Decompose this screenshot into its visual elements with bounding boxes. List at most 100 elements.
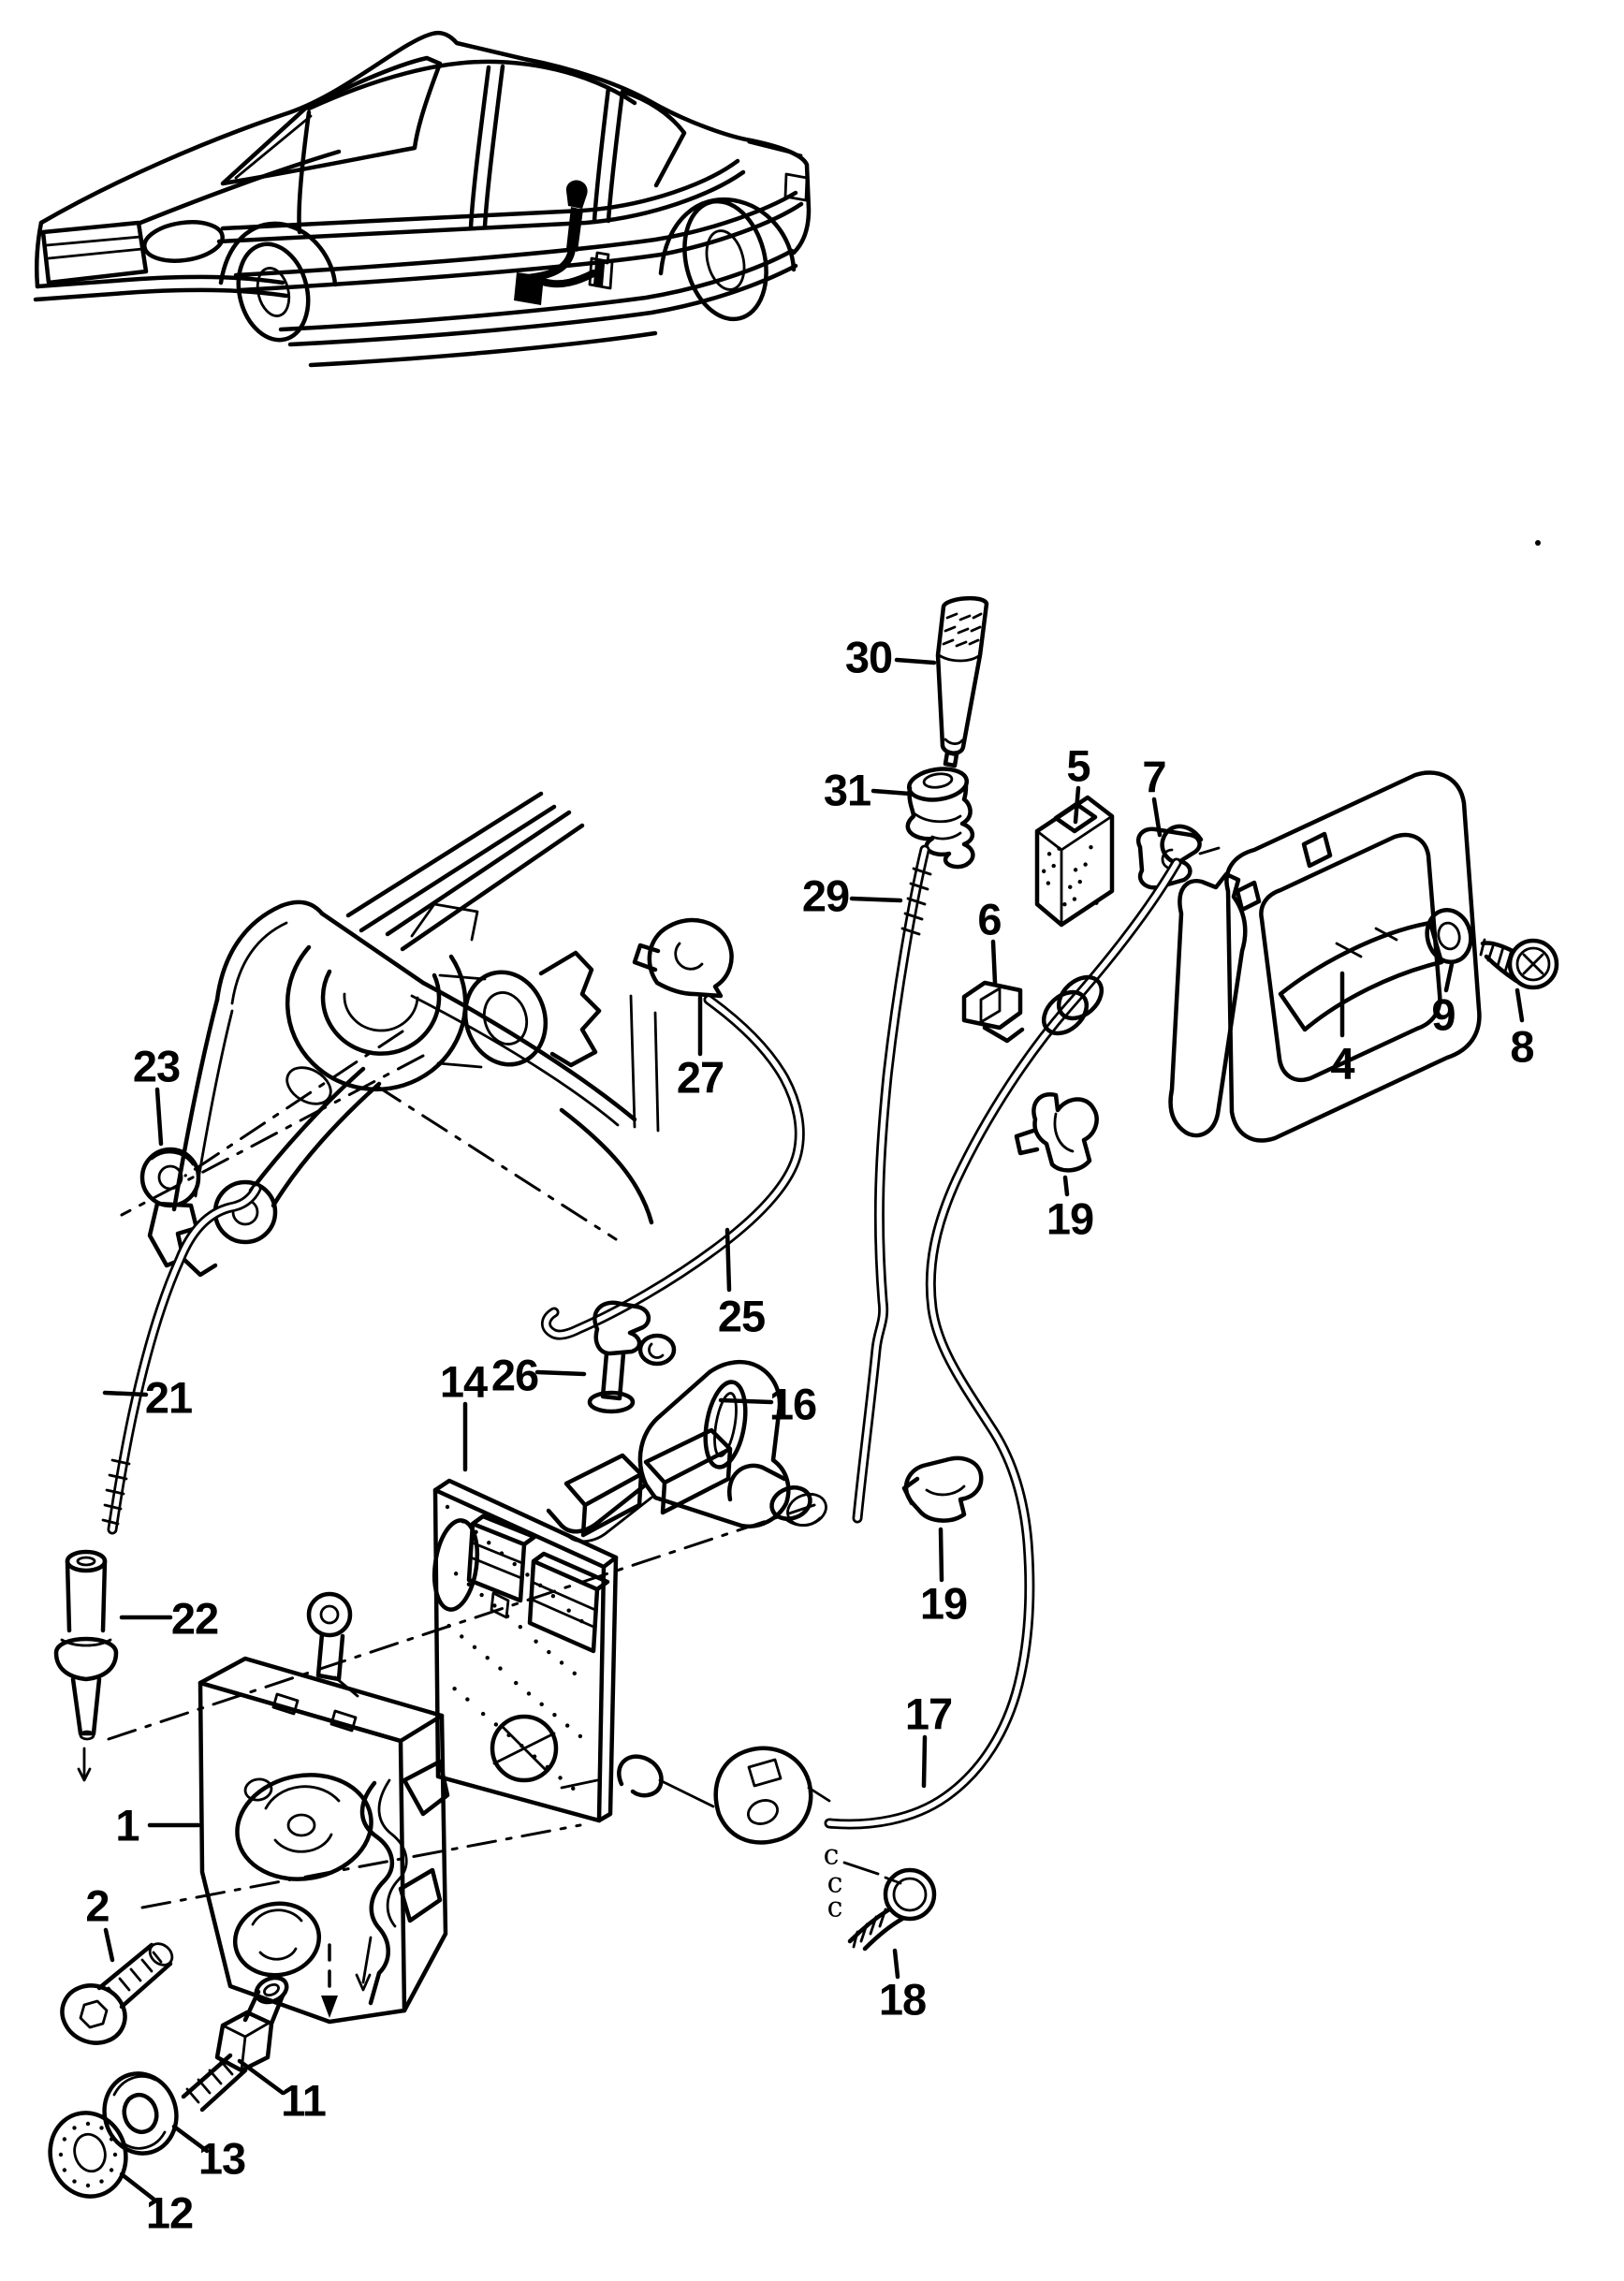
stipple-dot	[566, 1608, 571, 1613]
callout-14: 14	[440, 1357, 488, 1407]
latch-mechanism-overview	[212, 902, 602, 1245]
part-8-screw	[1479, 938, 1559, 990]
stipple-dot	[99, 2179, 104, 2184]
callout-22: 22	[171, 1594, 218, 1644]
callout-8: 8	[1510, 1022, 1533, 1072]
stipple-dot	[558, 1776, 563, 1780]
stipple-dot	[550, 1593, 556, 1599]
part-12-washer	[48, 2111, 128, 2199]
callout-11: 11	[281, 2076, 326, 2126]
part-5-foam-pad	[1034, 795, 1115, 928]
part-4-interior-door-handle	[1168, 770, 1482, 1143]
stipple-dot	[1077, 879, 1082, 885]
cable-guide-mark-2: c	[827, 1892, 843, 1924]
stipple-dot	[1057, 846, 1061, 851]
stipple-dot	[505, 1614, 510, 1619]
stipple-dot	[72, 2126, 77, 2130]
callout-31: 31	[824, 766, 871, 815]
callout-17: 17	[905, 1689, 952, 1739]
part-31-grommet	[905, 767, 975, 870]
callout-25: 25	[718, 1292, 765, 1341]
stipple-dot	[519, 1744, 524, 1748]
print-speck	[1535, 540, 1541, 546]
stipple-dot	[571, 1786, 576, 1791]
stipple-dot	[58, 2152, 64, 2157]
stipple-dot	[572, 1671, 577, 1676]
part-6-clip	[961, 980, 1025, 1044]
callout-leader-30	[894, 657, 937, 665]
stipple-dot	[460, 1634, 464, 1639]
callout-leader-7	[1151, 797, 1163, 838]
part-30-lock-knob	[935, 595, 989, 768]
callout-13: 13	[198, 2134, 245, 2184]
callout-16: 16	[769, 1380, 816, 1429]
stipple-dot	[545, 1764, 550, 1770]
stipple-dot	[1041, 869, 1046, 873]
part-9-washer	[1425, 908, 1473, 964]
stipple-dot	[474, 1529, 478, 1535]
stipple-dot	[466, 1582, 472, 1586]
stipple-dot	[539, 1702, 544, 1707]
callout-18: 18	[879, 1975, 926, 2025]
stipple-dot	[1046, 852, 1052, 856]
cable-guide-mark-0: c	[824, 1839, 840, 1872]
part-2-screw	[60, 1942, 174, 2045]
callout-6: 6	[977, 895, 1001, 944]
callout-leader-6	[990, 939, 998, 986]
stipple-dot	[493, 1722, 499, 1727]
stipple-dot	[1046, 881, 1051, 885]
callout-leader-31	[871, 788, 913, 797]
stipple-dot	[85, 2121, 91, 2127]
callout-leader-2	[103, 1927, 115, 1963]
stipple-dot	[452, 1687, 457, 1691]
part-21-lock-rod	[101, 1183, 262, 1535]
callout-5: 5	[1066, 741, 1090, 791]
callout-leader-12	[119, 2171, 158, 2203]
callout-leader-11	[237, 2058, 285, 2096]
stipple-dot	[547, 1649, 551, 1655]
stipple-dot	[487, 1541, 491, 1545]
stipple-dot	[512, 1561, 517, 1567]
stipple-dot	[479, 1592, 484, 1598]
callout-leader-13	[171, 2124, 210, 2154]
stipple-dot	[446, 1623, 451, 1629]
stipple-dot	[537, 1583, 543, 1587]
stipple-dot	[485, 1656, 490, 1660]
stipple-dot	[514, 1680, 519, 1686]
callout-9: 9	[1431, 990, 1455, 1040]
part-11-stud	[181, 1975, 289, 2113]
callout-4: 4	[1330, 1039, 1354, 1089]
door-inner-panel-outline	[171, 791, 660, 1225]
stipple-dot	[465, 1697, 470, 1702]
stipple-dot	[453, 1572, 459, 1576]
stipple-dot	[445, 1504, 450, 1510]
stipple-dot	[518, 1624, 523, 1630]
stipple-dot	[480, 1711, 486, 1717]
callout-19: 19	[1046, 1194, 1093, 1244]
stipple-dot	[526, 1691, 532, 1696]
callout-23: 23	[133, 1042, 180, 1091]
stipple-dot	[62, 2137, 67, 2142]
stipple-dot	[1073, 868, 1078, 872]
callout-leader-19	[938, 1527, 944, 1583]
stipple-dot	[578, 1733, 583, 1739]
stipple-dot	[1068, 885, 1073, 889]
stipple-dot	[85, 2183, 91, 2188]
stipple-dot	[499, 1551, 505, 1556]
stipple-dot	[525, 1572, 530, 1577]
stipple-dot	[109, 2168, 114, 2172]
part-1-door-lock	[198, 1656, 450, 2025]
callout-29: 29	[802, 871, 849, 921]
callout-leader-16	[718, 1397, 774, 1405]
callout-26: 26	[491, 1351, 538, 1400]
part-19-cable-clip-upper	[1014, 1091, 1099, 1173]
part-16-bracket	[546, 1359, 791, 1543]
stipple-dot	[1089, 844, 1093, 850]
callout-12: 12	[146, 2188, 193, 2238]
part-26-clip	[587, 1300, 677, 1414]
part-19-cable-clip-lower	[901, 1455, 984, 1523]
callout-21: 21	[145, 1373, 192, 1423]
